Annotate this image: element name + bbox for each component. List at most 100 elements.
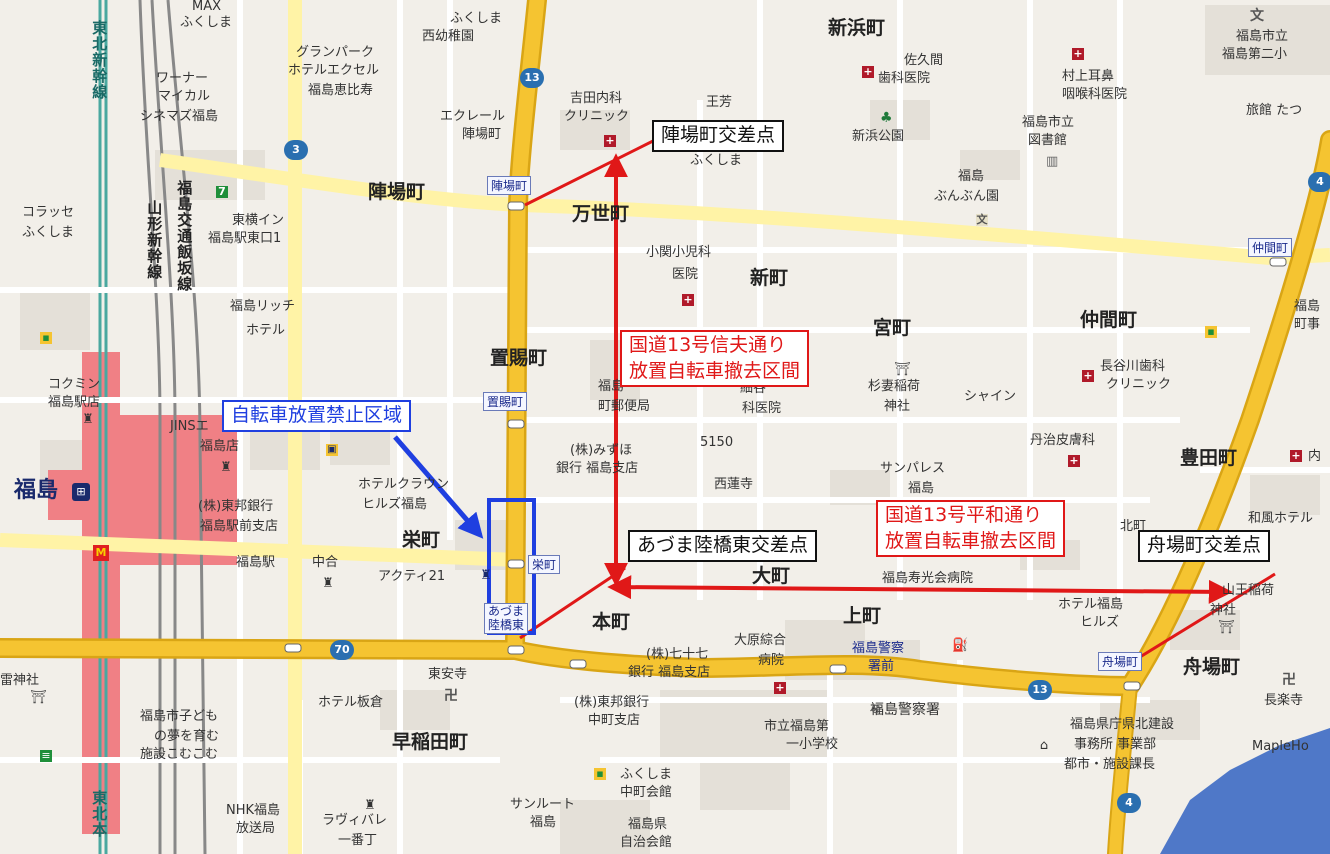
- temple-icon-choraku: 卍: [1282, 672, 1296, 688]
- poi-sunroute-2: 福島: [530, 815, 557, 830]
- government-icon: ⌂: [1039, 738, 1049, 753]
- poi-nhk-2: 放送局: [236, 821, 276, 836]
- route-70-shield: 70: [330, 640, 354, 660]
- poi-kokumin-2: 福島駅店: [48, 395, 101, 410]
- hospital-icon-yoshida: +: [604, 134, 616, 147]
- poi-kokumin-1: コクミン: [48, 377, 101, 392]
- shopping-bag-icon-lovevale: ♜: [364, 798, 376, 813]
- poi-daini-1: 福島市立: [1236, 29, 1289, 44]
- poi-tanji: 丹治皮膚科: [1030, 433, 1096, 448]
- bank-icon-toho: ▣: [326, 444, 338, 456]
- library-icon: ▥: [1046, 154, 1059, 169]
- poi-yamanoinari-1: 山王稲荷: [1222, 583, 1275, 598]
- poi-ohara-1: 大原綜合: [734, 633, 787, 648]
- area-miyamachi: 宮町: [873, 317, 912, 339]
- school-icon-daini: 文: [1250, 8, 1264, 24]
- poi-toyoko-2: 福島駅東口1: [208, 231, 282, 246]
- poi-yoshida-1: 吉田内科: [570, 91, 623, 106]
- hospital-icon-koseki: +: [682, 293, 694, 306]
- jinbacho-sign: 陣場町: [487, 176, 532, 195]
- poi-police-mae-1: 福島警察: [852, 641, 905, 656]
- convenience-store-icon-2: ▪: [1205, 326, 1217, 338]
- yamagata-shinkansen-label: 山形新幹線: [145, 200, 164, 280]
- poi-jukai: 福島寿光会病院: [882, 571, 974, 586]
- poi-toho-1: (株)東邦銀行: [198, 499, 274, 514]
- hospital-icon-tanji: +: [1068, 454, 1080, 467]
- poi-5150: 5150: [700, 435, 734, 450]
- poi-toho-2: 福島駅前支店: [200, 519, 279, 534]
- poi-fukushima-ebisu: 福島恵比寿: [308, 83, 374, 98]
- poi-hasegawa-2: クリニック: [1106, 377, 1172, 392]
- hospital-icon-murakami: +: [1072, 47, 1084, 60]
- azuma-rikkyo-sign: あづま 陸橋東: [484, 603, 529, 634]
- poi-fukushima-k: ふくしま: [690, 153, 743, 168]
- poi-inari-1: 杉妻稲荷: [868, 379, 921, 394]
- poi-granpark: グランパーク: [296, 45, 375, 60]
- seven-eleven-icon: 7: [216, 186, 228, 198]
- callout-azuma-intersection: あづま陸橋東交差点: [628, 530, 818, 562]
- shrine-icon-yamano: ⛩: [1218, 620, 1235, 635]
- poi-hotel-fukushima-2: ヒルズ: [1080, 615, 1120, 630]
- poi-daini-2: 福島第二小: [1222, 47, 1288, 62]
- area-toyotacho: 豊田町: [1180, 447, 1238, 469]
- shopping-bag-icon-acty: ♜: [480, 568, 492, 583]
- convenience-store-icon-3: ▪: [594, 768, 606, 780]
- poi-nishi-kindergarten: 西幼稚園: [422, 29, 475, 44]
- azuma-sign-line2: 陸橋東: [488, 618, 525, 633]
- hospital-icon-hasegawa: +: [1082, 369, 1094, 382]
- poi-police: 福島警察署: [870, 702, 940, 718]
- station-fukushima-label[interactable]: 福島: [14, 478, 59, 503]
- callout-shinbu-line2: 放置自転車撤去区間: [629, 359, 801, 382]
- poi-lovevale-1: ラヴィバレ: [322, 813, 388, 828]
- area-okitamamachi: 置賜町: [490, 347, 548, 369]
- poi-shinhama-park: 新浜公園: [852, 129, 905, 144]
- poi-eclair-2: 陣場町: [462, 127, 502, 142]
- area-mansemachi: 万世町: [572, 203, 630, 225]
- heiwa-section-arrow: [607, 575, 1233, 604]
- poi-rich-1: 福島リッチ: [230, 299, 296, 314]
- poi-murakami-1: 村上耳鼻: [1062, 69, 1115, 84]
- area-honcho: 本町: [592, 611, 631, 633]
- park-tree-icon: ♣: [880, 110, 893, 126]
- school-icon: 文: [976, 213, 988, 226]
- poi-kamishinsha: 雷神社: [0, 673, 40, 688]
- poi-fukushima-r2: 町郵便局: [598, 399, 651, 414]
- shopping-bag-icon-nakago: ♜: [322, 576, 334, 591]
- okitamacho-sign: 置賜町: [483, 392, 528, 411]
- poi-nakago: 中合: [312, 555, 339, 570]
- poi-fukushima-eki: 福島駅: [236, 555, 276, 570]
- poi-daiichi-2: 一小学校: [786, 737, 839, 752]
- hospital-icon-right: +: [1290, 449, 1302, 462]
- shrine-icon-kamishinsha: ⛩: [30, 690, 47, 705]
- poi-yoshida-2: クリニック: [564, 109, 630, 124]
- poi-fukushimaken-1: 福島県: [628, 817, 668, 832]
- poi-ryokan: 旅館 たつ: [1246, 103, 1303, 118]
- shopping-bag-icon-kokumin: ♜: [82, 412, 94, 427]
- poi-rich-2: ホテル: [246, 323, 286, 338]
- hospital-icon-sakuma: +: [862, 65, 874, 78]
- area-wasedacho: 早稲田町: [392, 731, 469, 753]
- poi-collasse-1: コラッセ: [22, 205, 75, 220]
- poi-lovevale-2: 一番丁: [338, 833, 378, 848]
- poi-collasse-2: ふくしま: [22, 225, 75, 240]
- area-nakamacho: 仲間町: [1080, 309, 1138, 331]
- poi-hotel-itakura: ホテル板倉: [318, 695, 384, 710]
- poi-fukushima-r3: 福島: [1294, 299, 1321, 314]
- area-omachi: 大町: [752, 565, 791, 587]
- callout-funabacho-intersection: 舟場町交差点: [1138, 530, 1271, 562]
- poi-shine: シャイン: [964, 389, 1017, 404]
- poi-max-fukushima: ふくしま: [180, 15, 233, 30]
- tohoku-shinkansen-label: 東北新幹線: [90, 20, 109, 100]
- poi-kodomo-3: 施設こむこむ: [140, 747, 219, 762]
- poi-sunpalace-1: サンパレス: [880, 461, 946, 476]
- poi-fukushimaken-2: 自治会館: [620, 835, 673, 850]
- bank-icon: ≡: [40, 749, 52, 762]
- hospital-icon-ohara: +: [774, 681, 786, 694]
- poi-jins-1: JINSエ: [170, 419, 209, 434]
- poi-nakamachi-kaikan-1: ふくしま: [620, 767, 673, 782]
- poi-fukushima-r4: 町事: [1294, 317, 1321, 332]
- callout-heiwa-section: 国道13号平和通り 放置自転車撤去区間: [876, 500, 1066, 558]
- poi-warner-1: ワーナー: [156, 71, 209, 86]
